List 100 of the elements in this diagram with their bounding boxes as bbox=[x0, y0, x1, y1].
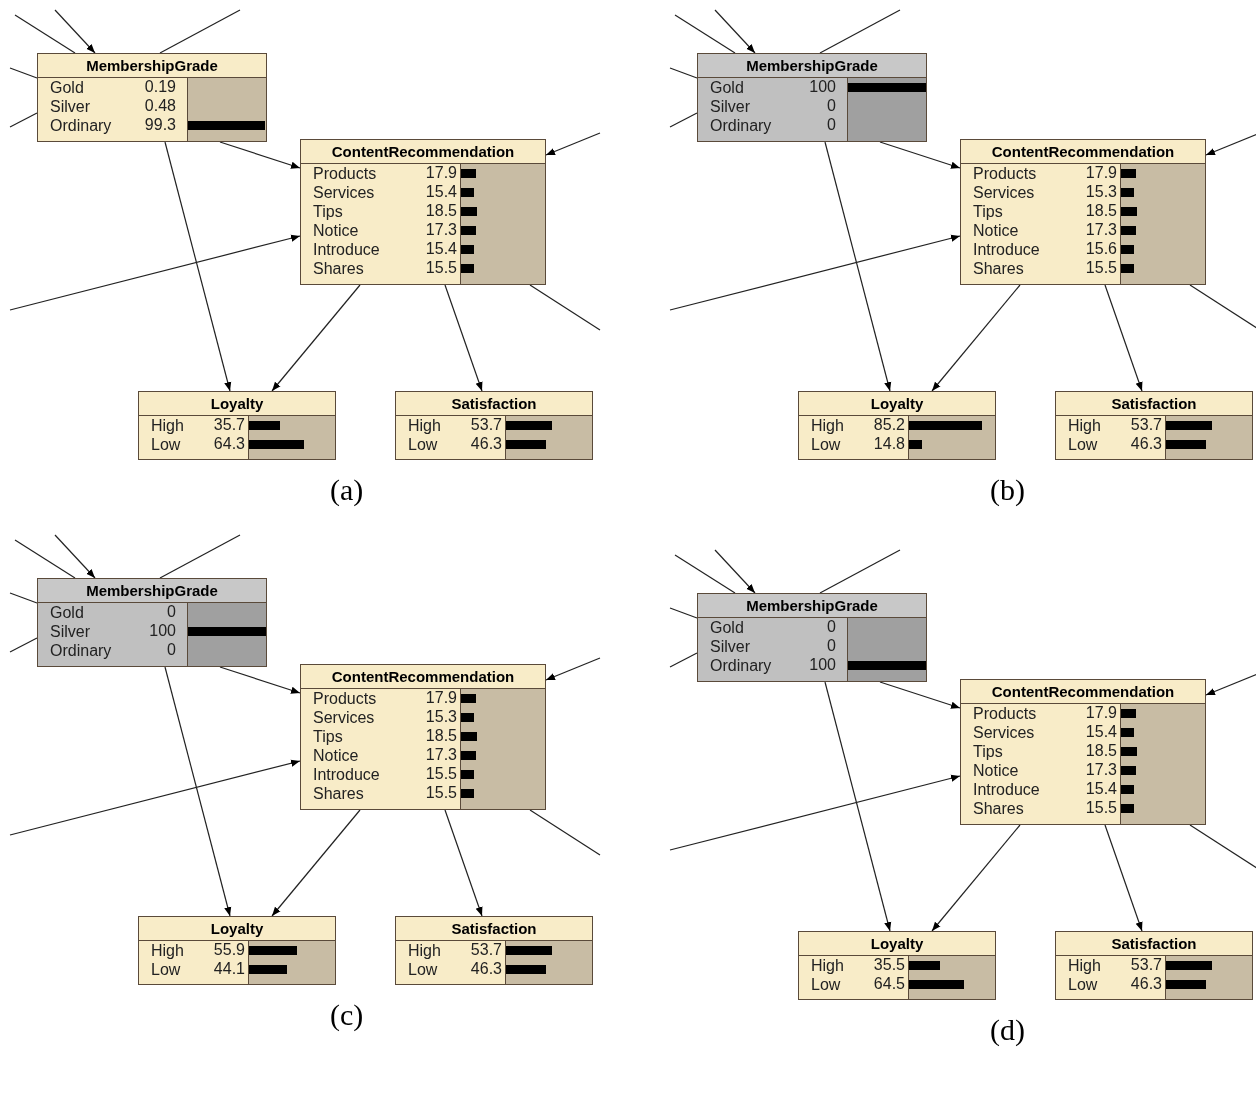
state-value: 15.4 bbox=[1085, 780, 1117, 798]
state-value: 0 bbox=[167, 603, 176, 621]
connector-line bbox=[1189, 284, 1256, 331]
state-name: Gold bbox=[709, 618, 744, 637]
node-box bbox=[37, 578, 267, 667]
node-box bbox=[960, 679, 1206, 825]
state-name: Ordinary bbox=[49, 641, 112, 660]
state-name: Low bbox=[810, 435, 841, 454]
state-name: Products bbox=[972, 704, 1037, 723]
state-value: 35.5 bbox=[873, 956, 905, 974]
connector-line bbox=[1189, 824, 1256, 871]
node-box bbox=[300, 664, 546, 810]
connector-line bbox=[529, 284, 601, 331]
state-name: Notice bbox=[972, 761, 1019, 780]
state-name: Low bbox=[150, 435, 181, 454]
state-value: 18.5 bbox=[1085, 202, 1117, 220]
arrow bbox=[879, 141, 961, 169]
arrow bbox=[545, 657, 601, 681]
state-name: Notice bbox=[312, 221, 359, 240]
state-value: 15.5 bbox=[425, 765, 457, 783]
arrow bbox=[444, 284, 483, 392]
state-value: 17.3 bbox=[1085, 761, 1117, 779]
arrow bbox=[271, 809, 361, 917]
state-value: 17.3 bbox=[425, 746, 457, 764]
arrow bbox=[1104, 284, 1143, 392]
state-name: High bbox=[150, 941, 184, 960]
node-box bbox=[395, 391, 593, 460]
state-name: Low bbox=[407, 435, 438, 454]
state-name: Gold bbox=[709, 78, 744, 97]
arrow bbox=[714, 9, 756, 54]
state-value: 0 bbox=[827, 618, 836, 636]
node-box bbox=[395, 916, 593, 985]
state-name: Services bbox=[972, 183, 1035, 202]
state-value: 17.3 bbox=[1085, 221, 1117, 239]
arrow bbox=[219, 141, 301, 169]
state-value: 0.19 bbox=[144, 78, 176, 96]
state-name: Gold bbox=[49, 603, 84, 622]
state-name: Services bbox=[312, 708, 375, 727]
node-box bbox=[37, 53, 267, 142]
node-box bbox=[1055, 391, 1253, 460]
state-name: Ordinary bbox=[709, 116, 772, 135]
arrow bbox=[545, 132, 601, 156]
state-value: 17.9 bbox=[425, 164, 457, 182]
state-value: 64.5 bbox=[873, 975, 905, 993]
connector-line bbox=[9, 637, 38, 653]
state-name: Introduce bbox=[312, 240, 380, 259]
connector-line bbox=[14, 14, 76, 54]
state-name: Low bbox=[407, 960, 438, 979]
state-value: 15.3 bbox=[425, 708, 457, 726]
state-name: Products bbox=[312, 689, 377, 708]
connector-line bbox=[159, 9, 241, 54]
arrow bbox=[9, 759, 301, 836]
state-value: 15.6 bbox=[1085, 240, 1117, 258]
state-value: 100 bbox=[809, 78, 836, 96]
state-value: 15.5 bbox=[1085, 259, 1117, 277]
state-name: Introduce bbox=[972, 240, 1040, 259]
arrow bbox=[271, 284, 361, 392]
state-name: Services bbox=[972, 723, 1035, 742]
state-value: 0 bbox=[827, 97, 836, 115]
state-name: High bbox=[407, 941, 441, 960]
state-value: 17.9 bbox=[425, 689, 457, 707]
state-value: 100 bbox=[809, 656, 836, 674]
arrow bbox=[444, 809, 483, 917]
state-value: 46.3 bbox=[1130, 435, 1162, 453]
state-name: Services bbox=[312, 183, 375, 202]
arrow bbox=[714, 549, 756, 594]
panel-caption: (c) bbox=[330, 998, 364, 1032]
state-name: Products bbox=[972, 164, 1037, 183]
state-value: 46.3 bbox=[470, 960, 502, 978]
node-title: MembershipGrade bbox=[698, 54, 926, 78]
connector-line bbox=[819, 9, 901, 54]
panel-caption: (b) bbox=[990, 473, 1025, 507]
connector-line bbox=[674, 554, 736, 594]
state-value: 46.3 bbox=[470, 435, 502, 453]
state-name: Shares bbox=[312, 784, 364, 803]
state-value: 53.7 bbox=[1130, 956, 1162, 974]
arrow bbox=[54, 534, 96, 579]
state-value: 55.9 bbox=[213, 941, 245, 959]
state-value: 15.5 bbox=[1085, 799, 1117, 817]
state-name: Ordinary bbox=[49, 116, 112, 135]
state-value: 17.3 bbox=[425, 221, 457, 239]
state-name: Notice bbox=[312, 746, 359, 765]
arrow bbox=[9, 234, 301, 311]
state-name: Introduce bbox=[312, 765, 380, 784]
state-value: 0.48 bbox=[144, 97, 176, 115]
node-box bbox=[960, 139, 1206, 285]
connector-line bbox=[9, 112, 38, 128]
state-value: 15.5 bbox=[425, 259, 457, 277]
node-title: MembershipGrade bbox=[38, 579, 266, 603]
arrow bbox=[931, 824, 1021, 932]
connector-line bbox=[159, 534, 241, 579]
state-value: 64.3 bbox=[213, 435, 245, 453]
state-value: 17.9 bbox=[1085, 164, 1117, 182]
state-name: Ordinary bbox=[709, 656, 772, 675]
state-name: Introduce bbox=[972, 780, 1040, 799]
connector-line bbox=[14, 539, 76, 579]
state-name: High bbox=[407, 416, 441, 435]
panel-caption: (d) bbox=[990, 1013, 1025, 1047]
state-value: 99.3 bbox=[144, 116, 176, 134]
node-box bbox=[1055, 931, 1253, 1000]
